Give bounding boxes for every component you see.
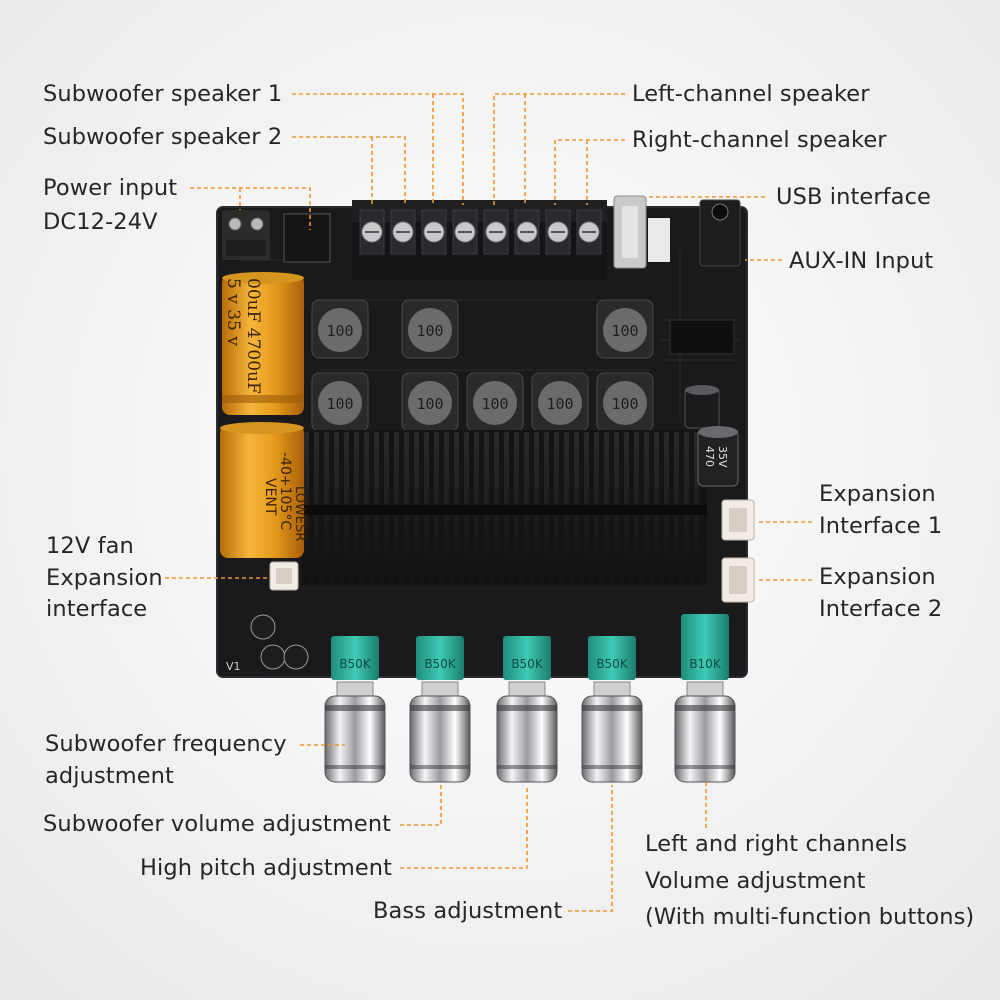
potentiometer: B50K bbox=[581, 636, 643, 783]
expansion-connector-2 bbox=[721, 557, 755, 603]
leader-high bbox=[400, 785, 528, 869]
heatsink bbox=[302, 430, 707, 585]
terminal-screw bbox=[514, 209, 540, 255]
terminal-screw bbox=[545, 209, 571, 255]
inductor: 100 bbox=[531, 372, 589, 432]
diode bbox=[283, 213, 331, 263]
inductor-label: 100 bbox=[416, 395, 443, 413]
potentiometer-label: B50K bbox=[596, 657, 629, 671]
potentiometer: B50K bbox=[409, 636, 471, 783]
inductor-label: 100 bbox=[416, 322, 443, 340]
label-fan-line1: 12V fan bbox=[46, 533, 134, 559]
inductor: 100 bbox=[311, 372, 369, 432]
label-right-channel-speaker: Right-channel speaker bbox=[632, 127, 887, 153]
leader-power bbox=[190, 187, 311, 230]
label-aux-in-input: AUX-IN Input bbox=[789, 248, 934, 274]
terminal-screw bbox=[421, 209, 447, 255]
control-knob[interactable] bbox=[409, 695, 471, 783]
potentiometer-row: B50K B50K B50K B50K B10K bbox=[324, 614, 736, 783]
inductor: 100 bbox=[401, 299, 459, 359]
label-subwoofer-frequency-line1: Subwoofer frequency bbox=[45, 731, 287, 757]
control-knob[interactable] bbox=[674, 695, 736, 783]
leader-sub-spk2 bbox=[292, 136, 406, 205]
label-expansion-1-line2: Interface 1 bbox=[819, 513, 943, 539]
capacitor-small-text-1: 470 bbox=[703, 446, 716, 467]
potentiometer-label: B50K bbox=[339, 657, 372, 671]
aux-jack bbox=[699, 199, 741, 267]
terminal-screw bbox=[359, 209, 385, 255]
label-power-voltage: DC12-24V bbox=[43, 209, 158, 235]
terminal-screw bbox=[483, 209, 509, 255]
terminal-screw bbox=[576, 209, 602, 255]
label-lr-volume-line3: (With multi-function buttons) bbox=[645, 904, 975, 930]
label-subwoofer-frequency-line2: adjustment bbox=[45, 763, 174, 789]
expansion-connector-1 bbox=[721, 499, 755, 541]
inductor-array: 100 100 100 100 100 100 100 100 bbox=[311, 299, 654, 432]
terminal-screw bbox=[452, 209, 478, 255]
capacitor-top bbox=[222, 272, 304, 415]
fan-connector bbox=[269, 561, 299, 591]
label-lr-volume-line1: Left and right channels bbox=[645, 831, 908, 857]
inductor-label: 100 bbox=[546, 395, 573, 413]
potentiometer-label: B50K bbox=[424, 657, 457, 671]
label-usb-interface: USB interface bbox=[776, 184, 931, 210]
power-connector bbox=[222, 210, 270, 260]
terminal-screw bbox=[390, 209, 416, 255]
capacitor-top-text-1: 00uF 4700uF bbox=[243, 278, 263, 394]
small-caps-bottom-left bbox=[250, 614, 309, 670]
leader-sub-spk1 bbox=[292, 93, 464, 205]
label-lr-volume-line2: Volume adjustment bbox=[645, 868, 866, 894]
label-expansion-1-line1: Expansion bbox=[819, 481, 936, 507]
capacitor-small bbox=[684, 385, 739, 487]
inductor: 100 bbox=[596, 299, 654, 359]
potentiometer-label: B10K bbox=[689, 657, 722, 671]
inductor-label: 100 bbox=[326, 395, 353, 413]
label-subwoofer-speaker-2: Subwoofer speaker 2 bbox=[43, 124, 283, 150]
inductor: 100 bbox=[596, 372, 654, 432]
board-version-text: V1 bbox=[226, 660, 241, 673]
capacitor-bottom-text-2: -40+105°C bbox=[277, 452, 293, 530]
bluetooth-module bbox=[648, 218, 670, 262]
capacitor-small-text-2: 35V bbox=[716, 446, 729, 468]
inductor: 100 bbox=[466, 372, 524, 432]
capacitor-bottom bbox=[220, 422, 304, 558]
leader-lines bbox=[165, 93, 812, 912]
leader-left-spk bbox=[493, 93, 625, 205]
inductor-label: 100 bbox=[326, 322, 353, 340]
label-fan-line2: Expansion bbox=[46, 565, 163, 591]
potentiometer-label: B50K bbox=[511, 657, 544, 671]
leader-bass bbox=[568, 785, 613, 912]
inductor-label: 100 bbox=[611, 322, 638, 340]
label-expansion-2-line2: Interface 2 bbox=[819, 596, 943, 622]
ic-chip bbox=[669, 319, 735, 355]
label-subwoofer-speaker-1: Subwoofer speaker 1 bbox=[43, 81, 283, 107]
potentiometer: B10K bbox=[674, 614, 736, 783]
potentiometer: B50K bbox=[324, 636, 386, 783]
inductor: 100 bbox=[401, 372, 459, 432]
label-subwoofer-volume: Subwoofer volume adjustment bbox=[43, 811, 392, 837]
label-power-input: Power input bbox=[43, 175, 178, 201]
leader-right-spk bbox=[554, 139, 625, 205]
inductor-label: 100 bbox=[481, 395, 508, 413]
label-left-channel-speaker: Left-channel speaker bbox=[632, 81, 870, 107]
potentiometer: B50K bbox=[496, 636, 558, 783]
capacitor-bottom-text-3: LOWESR bbox=[292, 486, 307, 541]
label-fan-line3: interface bbox=[46, 596, 148, 622]
control-knob[interactable] bbox=[581, 695, 643, 783]
inductor: 100 bbox=[311, 299, 369, 359]
control-knob[interactable] bbox=[496, 695, 558, 783]
capacitor-bottom-text-1: VENT bbox=[262, 478, 278, 516]
speaker-terminal-block bbox=[352, 200, 607, 280]
label-high-pitch: High pitch adjustment bbox=[140, 855, 393, 881]
inductor-label: 100 bbox=[611, 395, 638, 413]
label-expansion-2-line1: Expansion bbox=[819, 564, 936, 590]
control-knob[interactable] bbox=[324, 695, 386, 783]
capacitor-top-text-2: 5 v 35 v bbox=[223, 278, 243, 346]
label-bass: Bass adjustment bbox=[373, 898, 563, 924]
